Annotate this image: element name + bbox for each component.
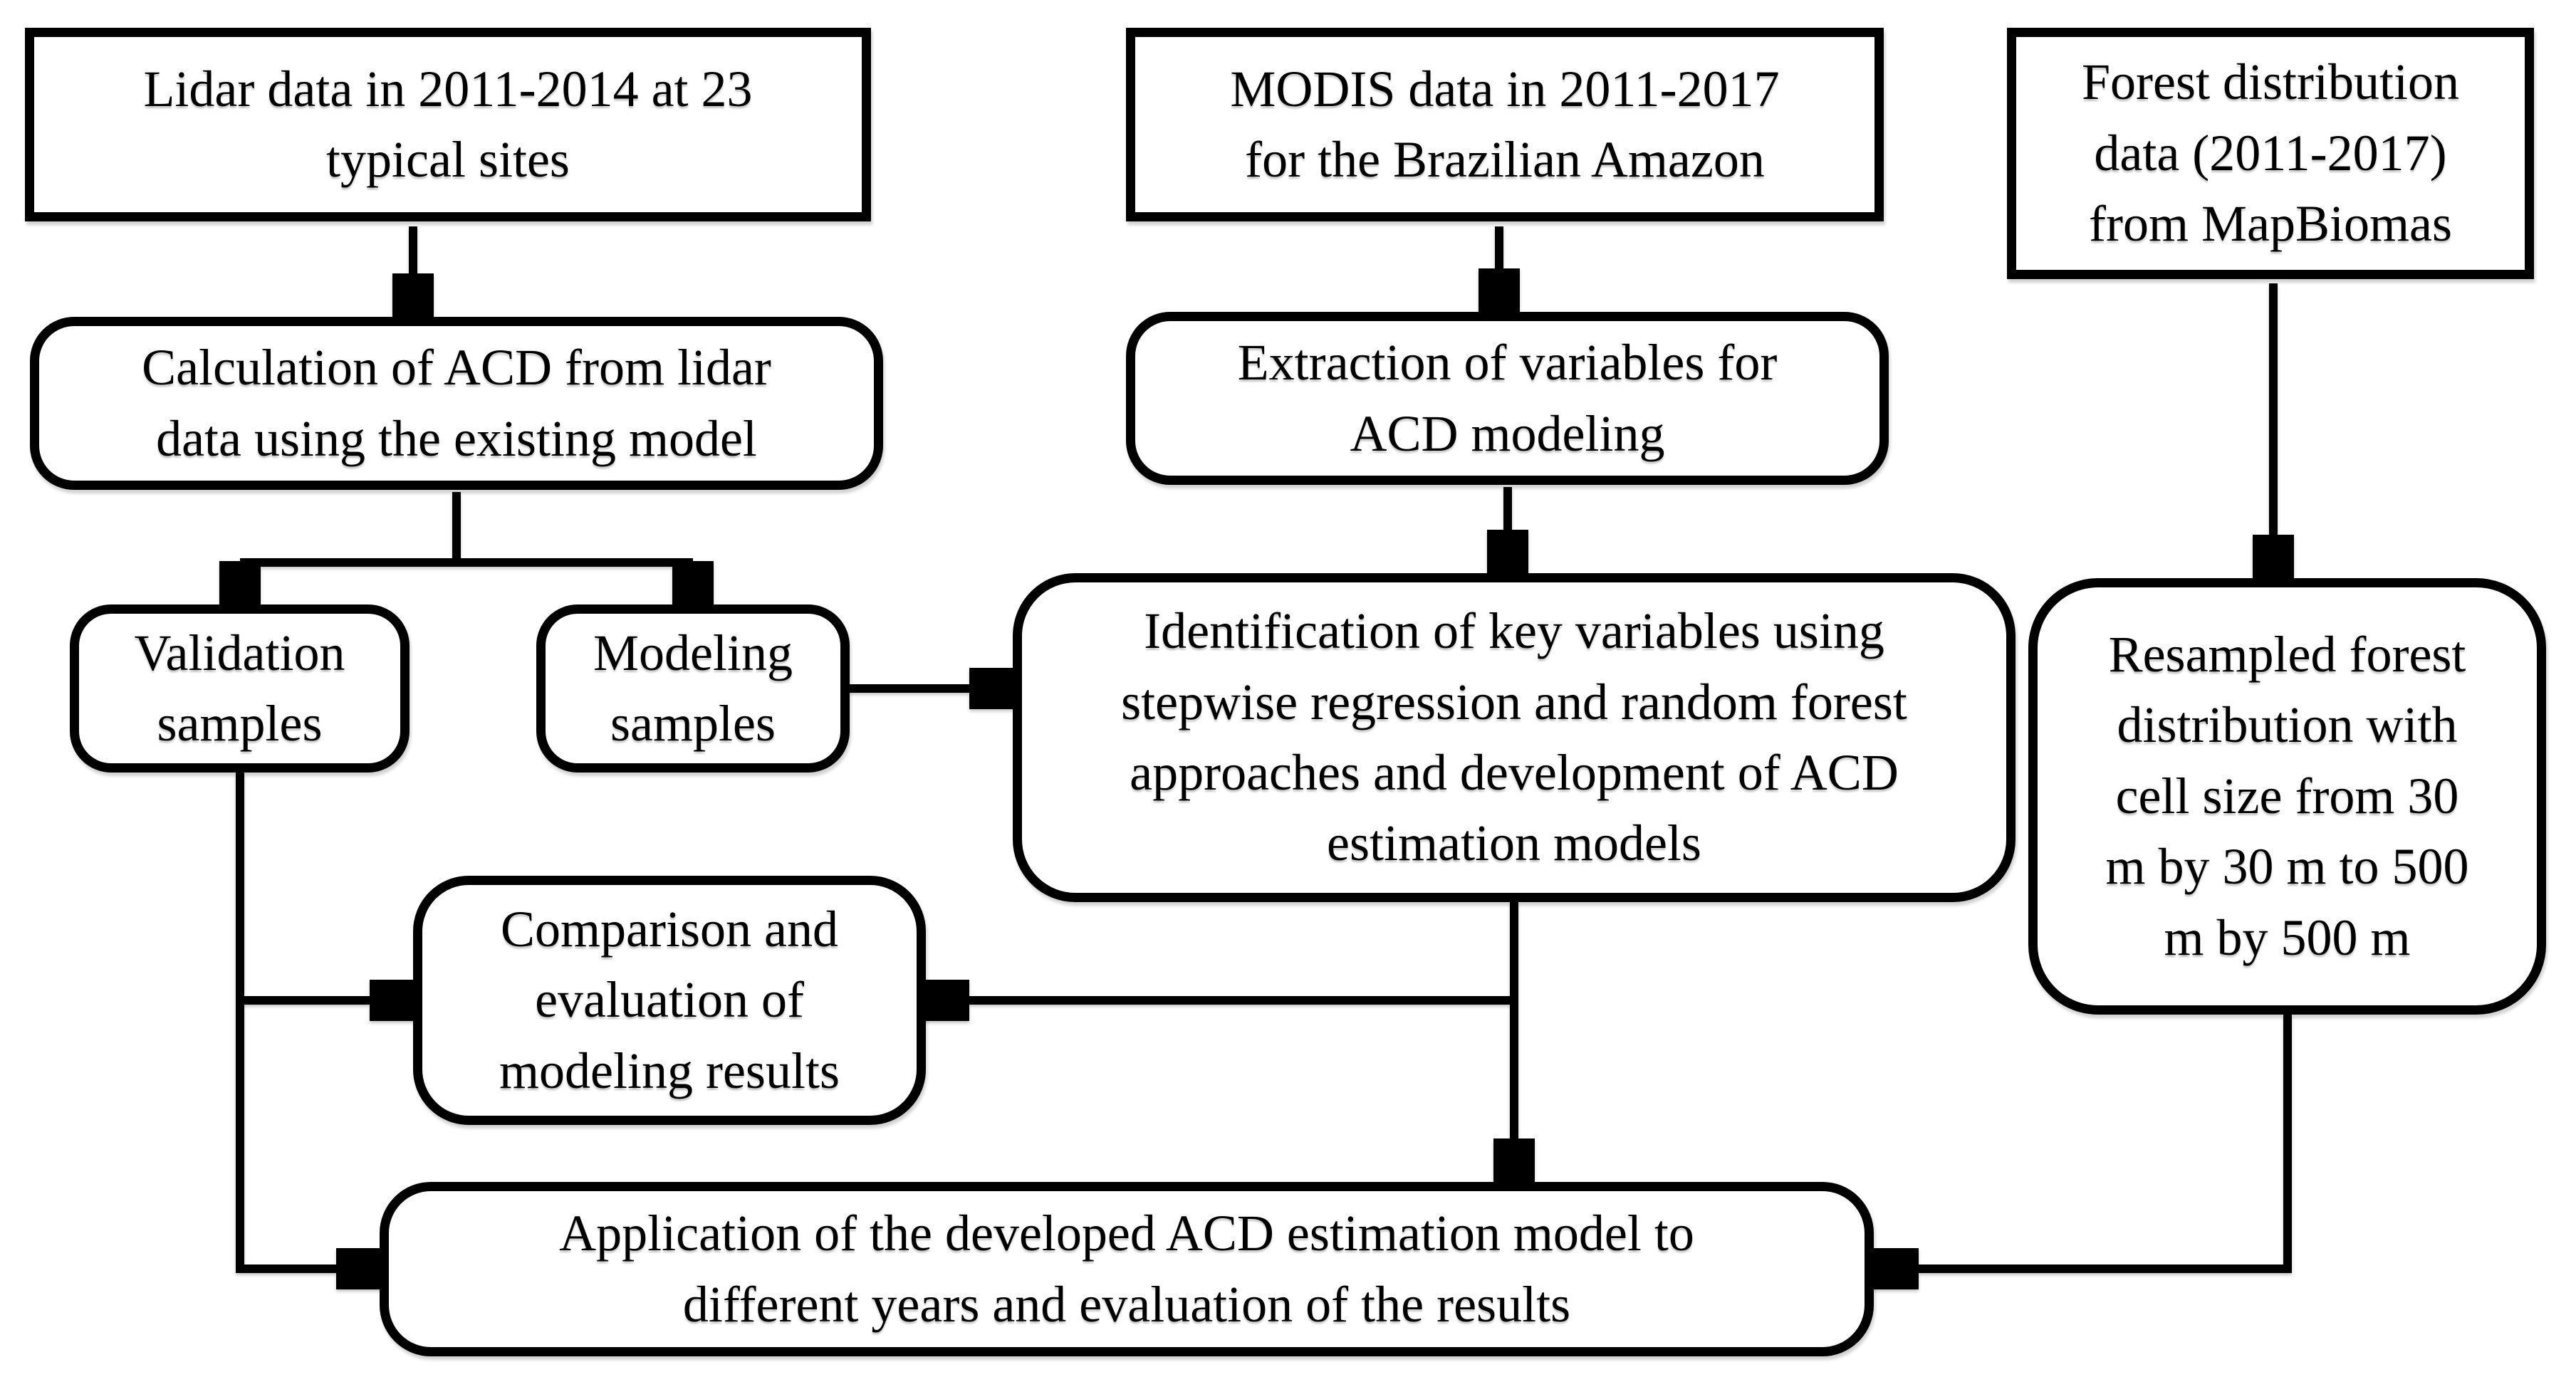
node-validation-samples-label: Validation samples (134, 624, 345, 752)
node-lidar-data: Lidar data in 2011-2014 at 23 typical si… (25, 28, 871, 221)
node-acd-calculation-label: Calculation of ACD from lidar data using… (142, 339, 771, 467)
node-key-variable-identification-label: Identification of key variables using st… (1121, 602, 1907, 872)
node-modeling-samples: Modeling samples (536, 604, 850, 773)
node-lidar-data-label: Lidar data in 2011-2014 at 23 typical si… (143, 60, 753, 188)
node-comparison-evaluation-label: Comparison and evaluation of modeling re… (499, 900, 840, 1099)
node-model-application: Application of the developed ACD estimat… (380, 1182, 1874, 1356)
node-modeling-samples-label: Modeling samples (593, 624, 793, 752)
node-model-application-label: Application of the developed ACD estimat… (559, 1205, 1694, 1333)
node-forest-distribution-data: Forest distribution data (2011-2017) fro… (2007, 28, 2534, 279)
node-resampled-forest-distribution: Resampled forest distribution with cell … (2028, 578, 2546, 1015)
node-modis-data-label: MODIS data in 2011-2017 for the Brazilia… (1230, 60, 1780, 188)
node-resampled-forest-distribution-label: Resampled forest distribution with cell … (2105, 626, 2469, 966)
node-forest-distribution-data-label: Forest distribution data (2011-2017) fro… (2081, 53, 2459, 253)
connector-calculation-split (240, 492, 693, 567)
node-validation-samples: Validation samples (70, 604, 410, 773)
node-variable-extraction: Extraction of variables for ACD modeling (1126, 312, 1889, 485)
node-acd-calculation: Calculation of ACD from lidar data using… (30, 317, 883, 490)
node-modis-data: MODIS data in 2011-2017 for the Brazilia… (1126, 28, 1884, 221)
node-key-variable-identification: Identification of key variables using st… (1013, 573, 2016, 902)
node-variable-extraction-label: Extraction of variables for ACD modeling (1237, 334, 1778, 462)
arrow-validation-to-application (236, 773, 380, 1269)
node-comparison-evaluation: Comparison and evaluation of modeling re… (413, 876, 926, 1125)
arrow-resampled-to-application (1875, 1015, 2292, 1269)
